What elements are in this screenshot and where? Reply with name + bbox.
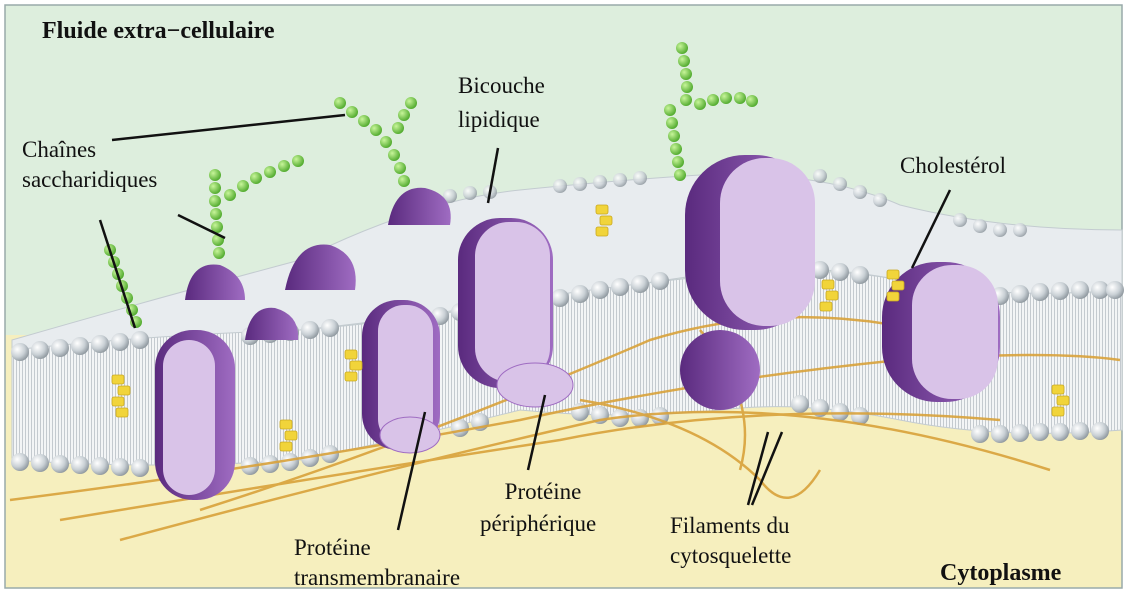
transmembrane-protein-label-line2: transmembranaire [294, 564, 460, 591]
peripheral-protein-3 [380, 417, 440, 453]
cholesterol-label: Cholestérol [900, 152, 1006, 179]
peripheral-protein-2 [680, 330, 760, 410]
transmembrane-protein-label-line1: Protéine [294, 534, 371, 561]
cytoplasm-label: Cytoplasme [940, 560, 1061, 587]
bilayer-label-line2: lipidique [458, 106, 540, 133]
peripheral-protein-1 [497, 363, 573, 407]
bilayer-label-line1: Bicouche [458, 72, 545, 99]
sugar-chains-label-line1: Chaînes [22, 136, 96, 163]
extracellular-fluid-label: Fluide extra−cellulaire [42, 18, 275, 45]
transmembrane-protein-4 [685, 155, 815, 330]
peripheral-protein-label-line1: Protéine [478, 478, 608, 505]
filaments-label-line1: Filaments du [670, 512, 789, 539]
filaments-label-line2: cytosquelette [670, 542, 791, 569]
sugar-chains-label-line2: saccharidiques [22, 166, 157, 193]
transmembrane-protein-1 [155, 330, 235, 500]
transmembrane-protein-3 [458, 218, 553, 388]
peripheral-protein-label-line2: périphérique [480, 510, 596, 537]
